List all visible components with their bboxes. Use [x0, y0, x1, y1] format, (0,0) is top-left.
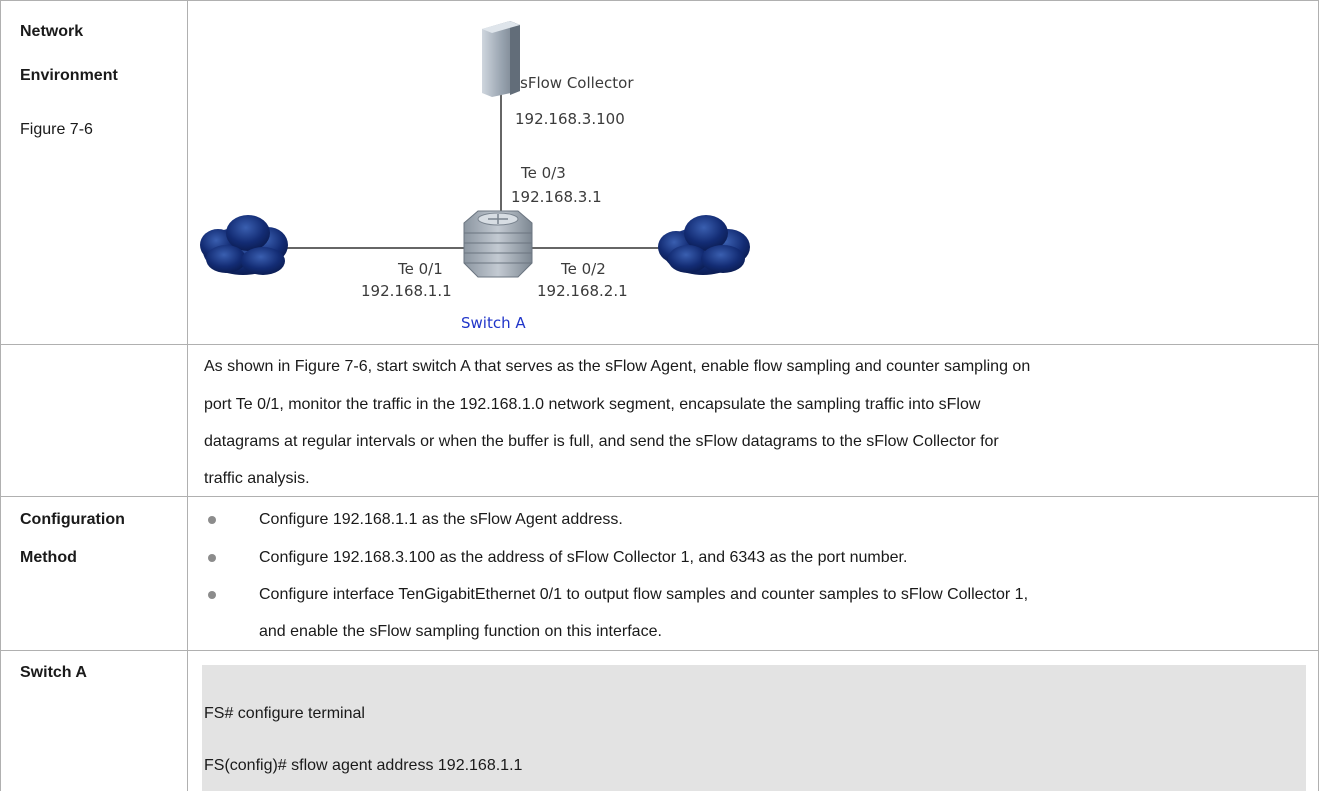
code-line-1: FS# configure terminal	[204, 705, 365, 722]
row-divider-description	[0, 496, 1319, 497]
network-label-line1: Network	[20, 23, 84, 40]
config-label-line2: Method	[20, 549, 77, 566]
bullet-dot	[208, 554, 216, 562]
table-border-top	[0, 0, 1319, 1]
row-divider-config	[0, 650, 1319, 651]
right-port-label: Te 0/2	[561, 260, 606, 278]
collector-name-label: sFlow Collector	[520, 74, 634, 92]
bullet-dot	[208, 516, 216, 524]
switch-caption: Switch A	[461, 314, 526, 332]
network-diagram: sFlow Collector 192.168.3.100 Te 0/3 192…	[188, 1, 888, 343]
config-label-line1: Configuration	[20, 511, 125, 528]
table-border-left	[0, 0, 1, 791]
network-label-line2: Environment	[20, 67, 118, 84]
bullet-item-3-continued: and enable the sFlow sampling function o…	[259, 623, 662, 640]
description-line-2: port Te 0/1, monitor the traffic in the …	[204, 396, 981, 413]
figure-reference: Figure 7-6	[20, 121, 93, 138]
cloud-icon-left	[200, 215, 288, 275]
table-column-divider	[187, 0, 188, 791]
code-line-2: FS(config)# sflow agent address 192.168.…	[204, 757, 523, 774]
description-line-1: As shown in Figure 7-6, start switch A t…	[204, 358, 1031, 375]
network-diagram-svg	[200, 21, 750, 278]
uplink-port-label: Te 0/3	[521, 164, 566, 182]
uplink-ip-label: 192.168.3.1	[511, 188, 602, 206]
description-line-3: datagrams at regular intervals or when t…	[204, 433, 999, 450]
left-port-label: Te 0/1	[398, 260, 443, 278]
right-ip-label: 192.168.2.1	[537, 282, 628, 300]
server-icon	[482, 21, 520, 97]
bullet-dot	[208, 591, 216, 599]
code-block	[202, 665, 1306, 791]
collector-ip-label: 192.168.3.100	[515, 110, 625, 128]
switch-a-label: Switch A	[20, 664, 87, 681]
switch-icon	[463, 210, 533, 278]
bullet-item-3: Configure interface TenGigabitEthernet 0…	[259, 586, 1029, 603]
bullet-item-2: Configure 192.168.3.100 as the address o…	[259, 549, 908, 566]
bullet-item-1: Configure 192.168.1.1 as the sFlow Agent…	[259, 511, 623, 528]
description-line-4: traffic analysis.	[204, 470, 310, 487]
left-ip-label: 192.168.1.1	[361, 282, 452, 300]
row-divider-network	[0, 344, 1319, 345]
cloud-icon-right	[658, 215, 750, 275]
